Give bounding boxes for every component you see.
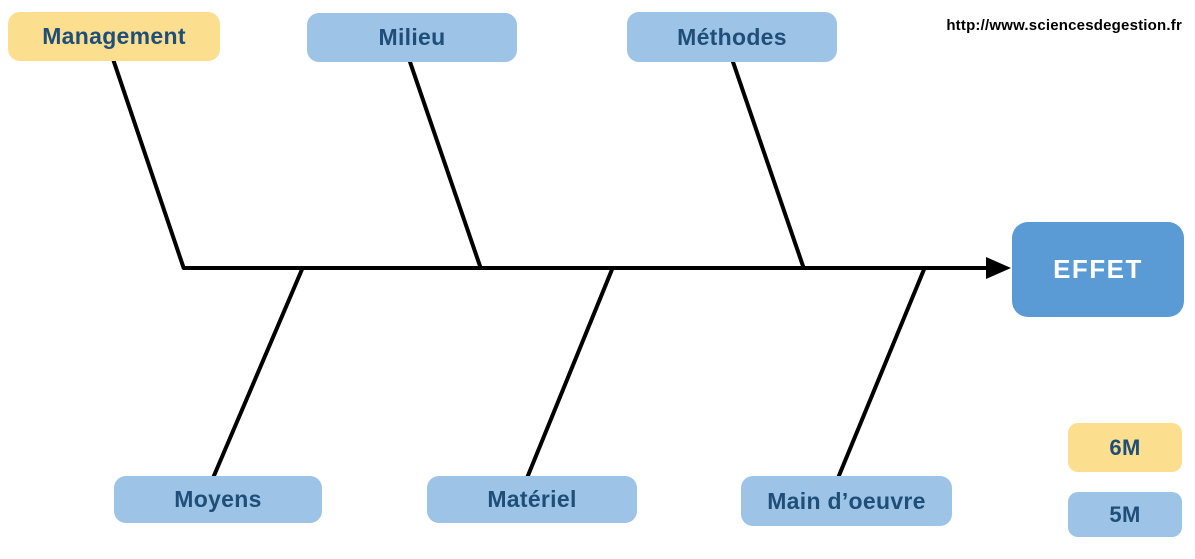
website-url: http://www.sciencesdegestion.fr — [946, 17, 1182, 34]
effect-box: EFFET — [1012, 222, 1184, 317]
legend-box-6m: 6M — [1068, 423, 1182, 472]
branch-moyens-line — [211, 266, 305, 479]
branch-materiel-line — [525, 266, 615, 479]
cause-box-moyens: Moyens — [114, 476, 322, 523]
branch-milieu-line — [407, 58, 483, 270]
branch-management-line — [111, 58, 186, 270]
branch-maindoeuvre-line — [836, 266, 927, 479]
cause-box-management: Management — [8, 12, 220, 61]
cause-box-main-doeuvre: Main d’oeuvre — [741, 476, 952, 526]
branch-methodes-line — [730, 58, 806, 270]
cause-box-materiel: Matériel — [427, 476, 637, 523]
cause-box-methodes: Méthodes — [627, 12, 837, 62]
arrow-right-icon — [986, 257, 1011, 279]
cause-box-milieu: Milieu — [307, 13, 517, 62]
legend-box-5m: 5M — [1068, 492, 1182, 537]
